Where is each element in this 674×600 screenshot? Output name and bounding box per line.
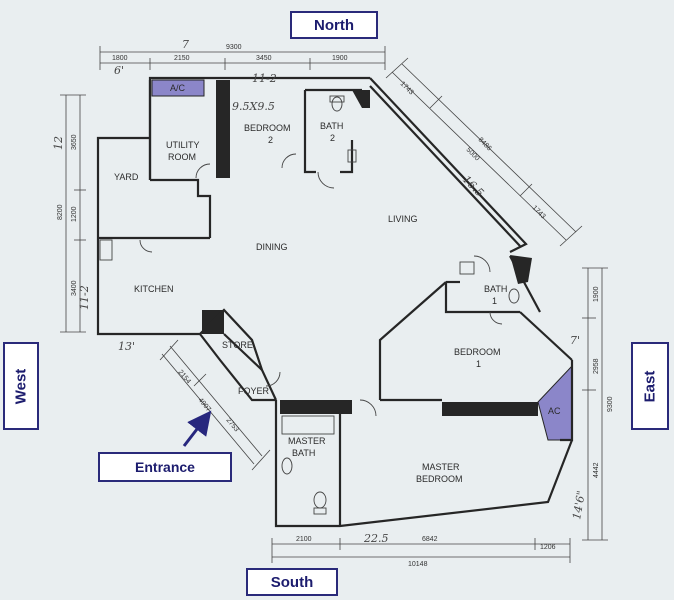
dim-left-1: 3650 [71,134,78,150]
dim-right-total: 9300 [607,396,614,412]
entrance-arrow [182,410,212,447]
master-bedroom-label: BEDROOM [416,474,463,484]
handwritten-note: 13' [118,340,135,353]
living-label: LIVING [388,214,418,224]
utility-room-label: ROOM [168,152,196,162]
dim-top-total: 9300 [226,44,242,51]
bedroom-2-label: BEDROOM [244,123,291,133]
bedroom-1-label: 1 [476,359,481,369]
kitchen-label: KITCHEN [134,284,174,294]
handwritten-note: 11-2 [252,72,277,85]
dim-top-1: 1800 [112,55,128,62]
ac-unit-top [151,79,205,97]
south-text: South [270,573,314,591]
west-text: West [12,368,30,404]
master-bath-label: BATH [292,448,315,458]
dim-sw-2: 2753 [224,417,239,434]
east-text: East [641,370,659,402]
master-bedroom-label: MASTER [422,462,460,472]
dim-right-2: 2958 [593,358,600,374]
dim-left-3: 3400 [71,280,78,296]
foyer-label: FOYER [238,386,270,396]
dim-left-total: 8200 [57,204,64,220]
dim-sw-1: 2154 [176,369,191,386]
dim-right-3: 4442 [593,462,600,478]
dim-top-4: 1900 [332,55,348,62]
south-label: South [246,568,338,596]
handwritten-note: 7 [182,38,189,51]
handwritten-note: 7' [570,334,580,347]
thick-walls [202,80,538,416]
bath-1-label: BATH [484,284,507,294]
dim-bottom-1: 2100 [296,536,312,543]
dim-ne-3: 1743 [531,204,547,220]
store-label: STORE [222,340,253,350]
handwritten-note: 22.5 [363,532,389,545]
entrance-label: Entrance [98,452,232,482]
dim-bottom-total: 10148 [408,561,428,568]
dim-bottom-3: 1206 [540,544,556,551]
ac-unit-right [537,364,573,441]
dim-bottom-2: 6842 [422,536,438,543]
dim-ne-1: 1743 [399,80,415,96]
north-label: North [290,11,378,39]
west-label: West [3,342,39,430]
north-text: North [314,16,354,34]
walls [96,76,574,528]
door-swings [139,153,503,417]
handwritten-note: 14'6" [570,490,588,521]
handwritten-note: 12 [52,136,65,150]
ac-right-label: AC [548,406,561,416]
dining-label: DINING [256,242,288,252]
ac-top-label: A/C [170,83,186,93]
bath-2-label: BATH [320,121,343,131]
dim-left-2: 1200 [71,206,78,222]
bath-1-label: 1 [492,296,497,306]
bedroom-2-label: 2 [268,135,273,145]
dim-right-1: 1900 [593,286,600,302]
bath-2-label: 2 [330,133,335,143]
utility-room-label: UTILITY [166,140,200,150]
dim-top-2: 2150 [174,55,190,62]
east-label: East [631,342,669,430]
bedroom-1-label: BEDROOM [454,347,501,357]
yard-label: YARD [114,172,139,182]
dim-ne-total: 8486 [477,136,493,152]
handwritten-note: 9.5X9.5 [232,100,275,113]
dim-top-3: 3450 [256,55,272,62]
handwritten-note: 11-2 [78,285,91,310]
entrance-text: Entrance [135,459,195,475]
master-bath-label: MASTER [288,436,326,446]
fixtures [99,95,520,515]
handwritten-note: 6' [114,64,124,77]
dim-ne-2: 5000 [465,146,481,162]
dimension-lines [60,46,608,563]
